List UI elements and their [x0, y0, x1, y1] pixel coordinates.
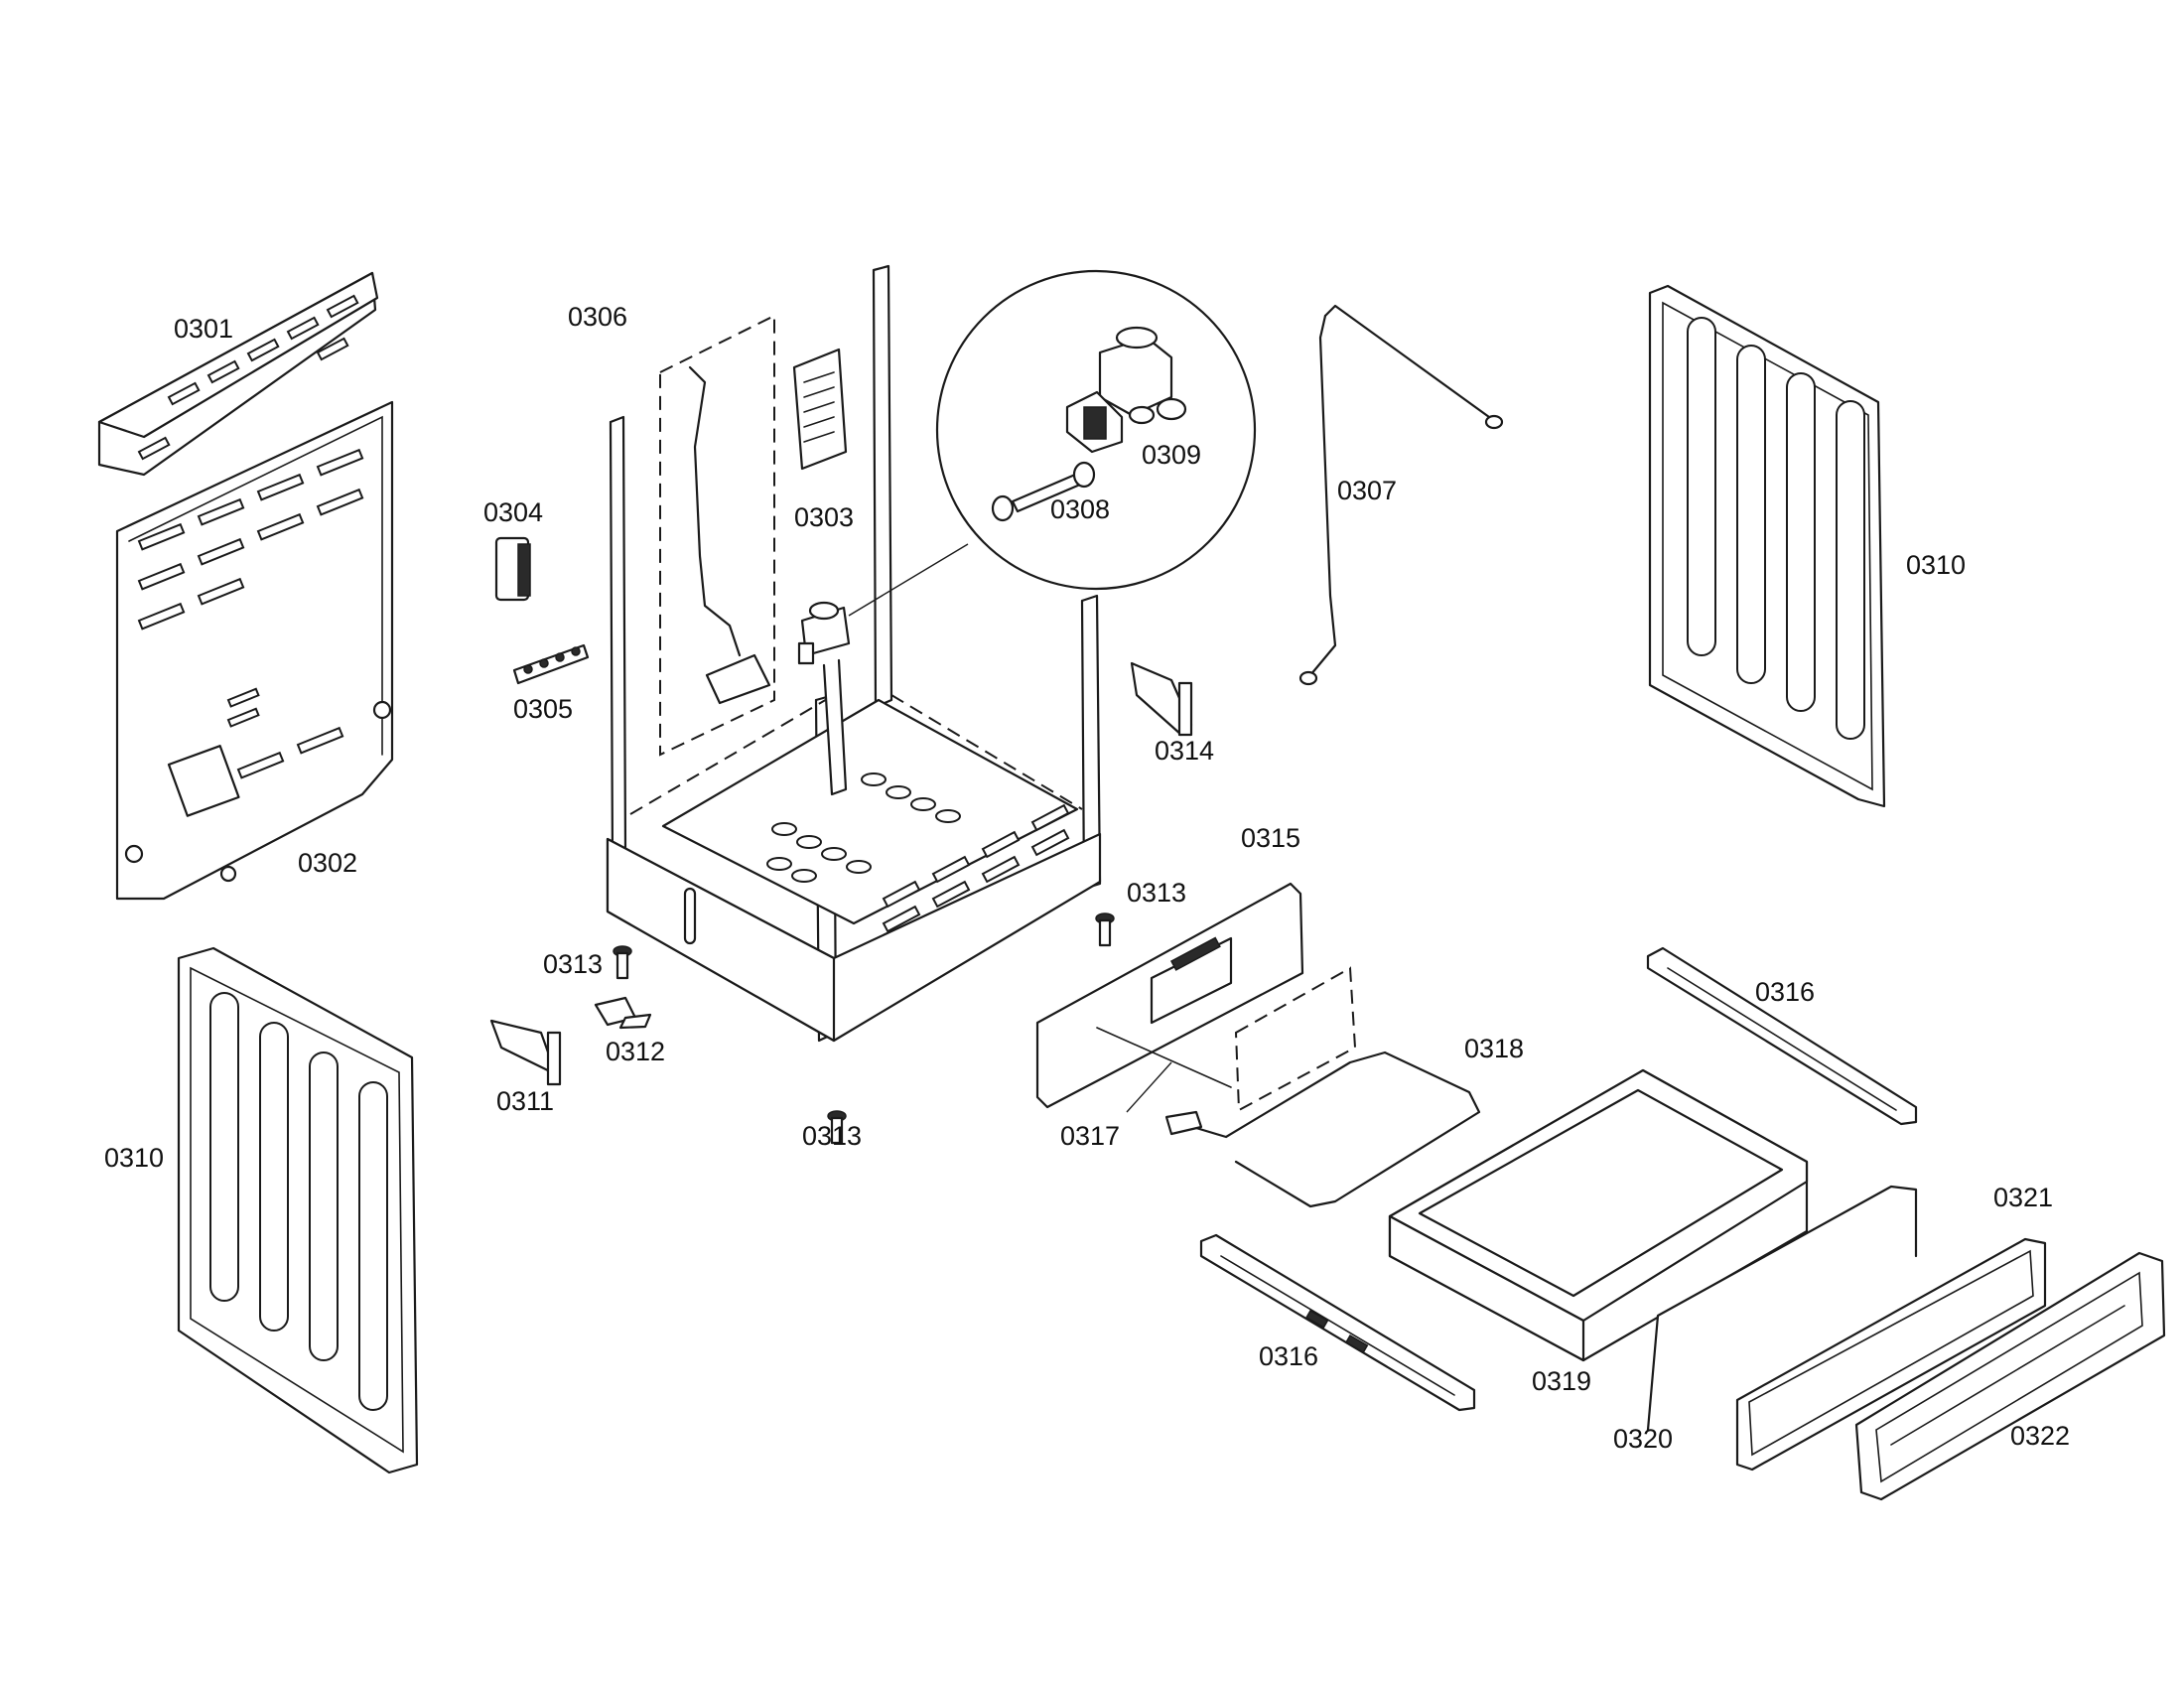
label-0316-upper: 0316: [1755, 977, 1815, 1007]
part-frame-assembly: [606, 264, 1102, 1043]
label-0313-right: 0313: [1127, 878, 1186, 908]
part-0302-back-panel: [115, 400, 394, 901]
label-0321: 0321: [1993, 1183, 2053, 1212]
part-0317-element-bracket: [1096, 966, 1357, 1113]
label-0309: 0309: [1142, 440, 1201, 470]
part-0322-drawer-front: [1854, 1251, 2166, 1501]
part-0318-bake-element: [1164, 1051, 1481, 1208]
part-0313-screw-2: [827, 1110, 847, 1145]
label-0311: 0311: [496, 1086, 554, 1116]
part-0301-top-vent-bracket: [97, 271, 379, 477]
label-0303: 0303: [794, 502, 854, 532]
part-0321-drawer-inner-panel: [1735, 1237, 2047, 1472]
label-0320: 0320: [1613, 1424, 1673, 1454]
part-0320-drawer-frame: [1646, 1185, 1918, 1432]
label-0305: 0305: [513, 694, 573, 724]
label-0317: 0317: [1060, 1121, 1120, 1151]
label-0312: 0312: [606, 1037, 665, 1066]
label-0306: 0306: [568, 302, 627, 332]
label-0310-left: 0310: [104, 1143, 164, 1173]
part-0315-kick-panel: [1035, 882, 1304, 1109]
label-0313-left: 0313: [543, 949, 603, 979]
label-0310-right: 0310: [1906, 550, 1966, 580]
part-0313-screw-3: [1095, 912, 1115, 947]
part-0319-drawer-box: [1388, 1068, 1809, 1362]
part-0313-screw-1: [613, 945, 632, 980]
label-0301: 0301: [174, 314, 233, 344]
label-0322: 0322: [2010, 1421, 2070, 1451]
label-0318: 0318: [1464, 1034, 1524, 1063]
part-0314-bracket: [1130, 661, 1193, 737]
label-0302: 0302: [298, 848, 357, 878]
label-0316-lower: 0316: [1259, 1341, 1318, 1371]
part-0310-left-side-panel: [177, 946, 419, 1474]
label-0319: 0319: [1532, 1366, 1591, 1396]
label-0313-bottom: 0313: [802, 1121, 862, 1151]
part-0311-bracket: [489, 1019, 562, 1086]
part-0307-gas-tube: [1298, 304, 1504, 686]
label-0304: 0304: [483, 497, 543, 527]
label-0308: 0308: [1050, 494, 1110, 524]
part-0316-slide-lower: [1199, 1233, 1476, 1412]
detail-circle-valve: [935, 269, 1257, 591]
part-0312-clip: [594, 996, 652, 1030]
label-0307: 0307: [1337, 476, 1397, 505]
part-0304-bracket: [494, 536, 531, 602]
part-0305-terminal-block: [512, 643, 590, 685]
part-0310-right-side-panel: [1648, 284, 1886, 808]
part-0316-slide-upper: [1646, 946, 1918, 1126]
label-0314: 0314: [1155, 736, 1214, 766]
label-0315: 0315: [1241, 823, 1300, 853]
